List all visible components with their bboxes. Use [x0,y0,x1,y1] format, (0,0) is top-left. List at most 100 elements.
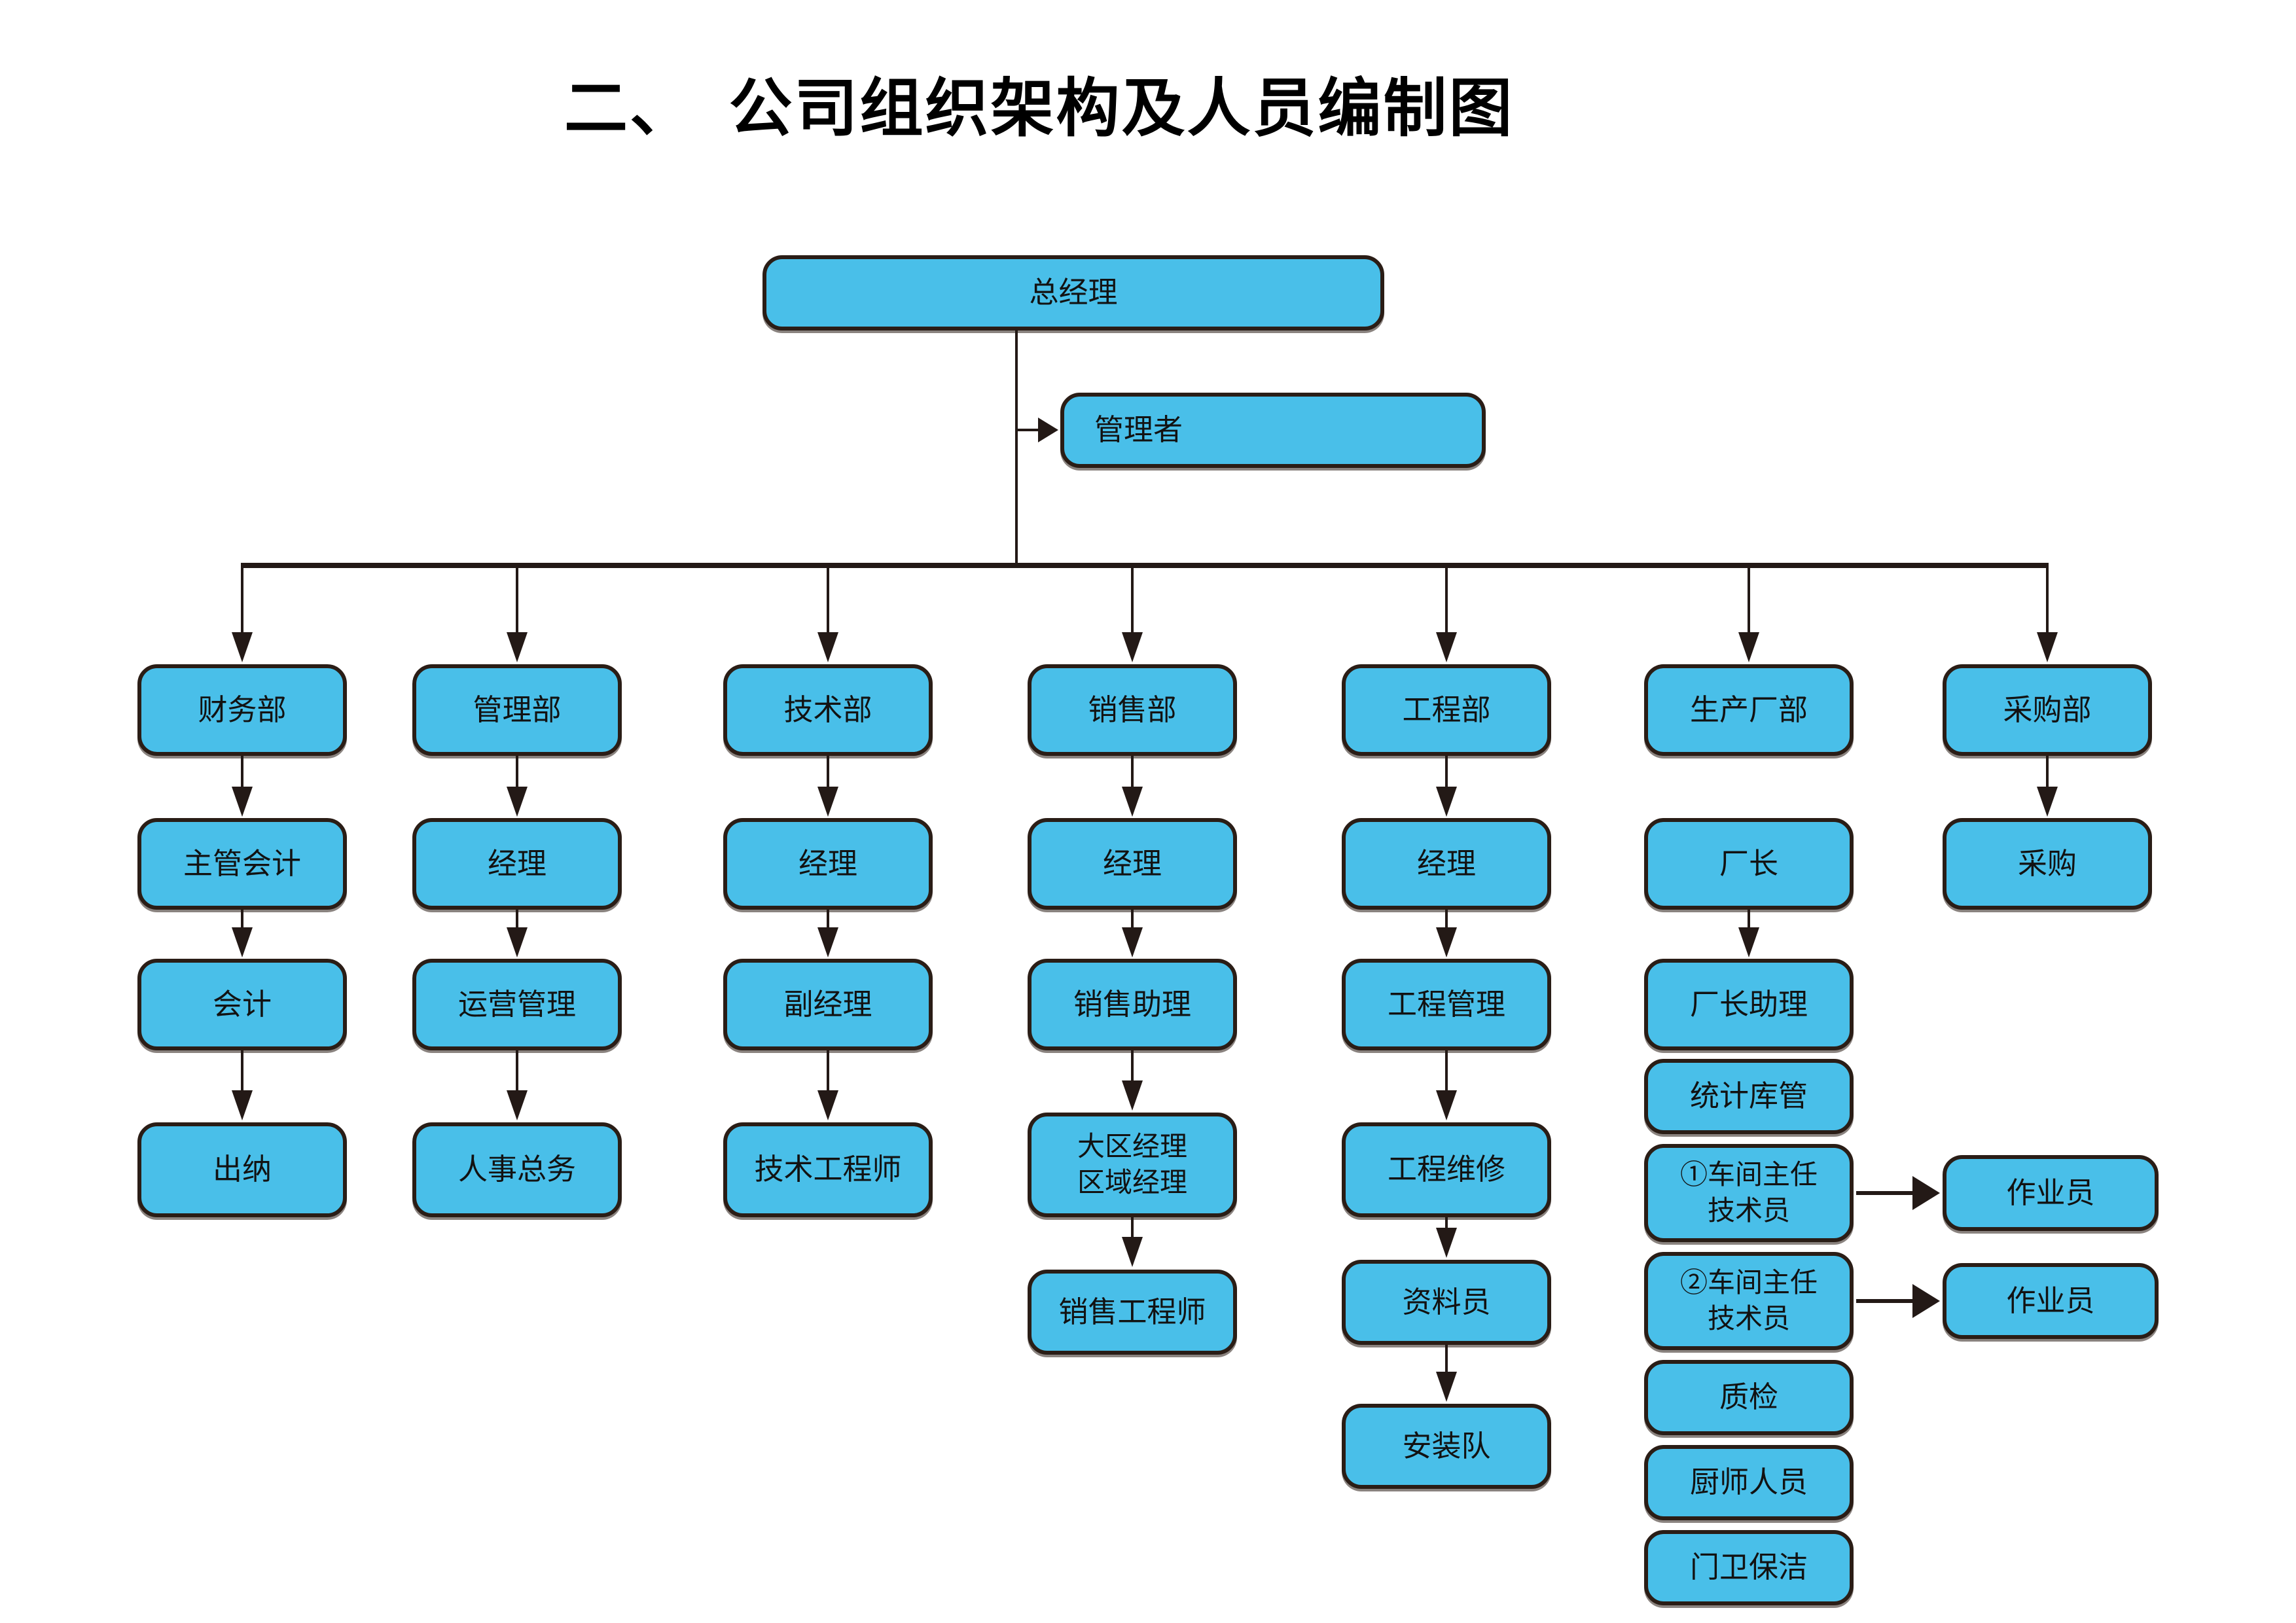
arrow-down-icon [1436,632,1457,662]
node-engineering-maintenance: 工程维修 [1342,1122,1551,1217]
node-engineering-management: 工程管理 [1342,959,1551,1050]
arrow-down-icon [1738,632,1759,662]
flow-line [2046,756,2049,787]
node-general-manager: 总经理 [762,255,1384,330]
flow-line [1131,756,1134,787]
flow-line [1856,1191,1914,1195]
flow-line [827,910,829,927]
arrow-down-icon [1436,1090,1457,1120]
flow-line [1445,910,1448,927]
arrow-down-icon [232,787,253,817]
arrow-down-icon [1122,1237,1143,1267]
node-statistics-warehouse: 统计库管 [1644,1059,1854,1134]
page-title: 二、 公司组织架构及人员编制图 [564,73,1515,144]
arrow-right-icon [1038,418,1058,442]
flow-line [516,1050,518,1090]
arrow-down-icon [507,787,528,817]
node-operator-2: 作业员 [1943,1263,2159,1339]
arrow-down-icon [1738,927,1759,957]
flow-line [827,1050,829,1090]
flow-line [241,756,243,787]
node-admin-manager: 经理 [412,818,622,910]
arrow-down-icon [1122,927,1143,957]
arrow-down-icon [232,927,253,957]
flow-line [1445,756,1448,787]
flow-line [1445,1050,1448,1090]
node-cashier: 出纳 [137,1122,347,1217]
node-sales-assistant: 销售助理 [1028,959,1237,1050]
arrow-down-icon [1436,927,1457,957]
node-tech-manager: 经理 [723,818,933,910]
flow-line [516,756,518,787]
flow-line [1445,1345,1448,1372]
flow-line [1856,1299,1914,1303]
flow-line [516,910,518,927]
node-workshop-director-2: ②车间主任 技术员 [1644,1252,1854,1350]
node-engineering-dept: 工程部 [1342,664,1551,756]
drop-line [516,565,518,632]
arrow-down-icon [817,632,838,662]
arrow-down-icon [507,632,528,662]
arrow-down-icon [1436,1372,1457,1402]
arrow-right-icon [1912,1284,1940,1318]
node-deputy-manager: 副经理 [723,959,933,1050]
node-operations-management: 运营管理 [412,959,622,1050]
node-technical-engineer: 技术工程师 [723,1122,933,1217]
flow-line [827,756,829,787]
drop-line [241,565,243,632]
node-installation-team: 安装队 [1342,1404,1551,1489]
distribution-line [241,563,2049,568]
drop-line [1445,565,1448,632]
node-workshop-director-1: ①车间主任 技术员 [1644,1144,1854,1242]
node-tech-dept: 技术部 [723,664,933,756]
arrow-down-icon [1122,632,1143,662]
arrow-down-icon [817,927,838,957]
arrow-down-icon [232,632,253,662]
drop-line [827,565,829,632]
node-admin-dept: 管理部 [412,664,622,756]
flow-line [1131,1217,1134,1237]
node-document-clerk: 资料员 [1342,1260,1551,1345]
node-regional-manager: 大区经理 区域经理 [1028,1113,1237,1217]
node-finance-dept: 财务部 [137,664,347,756]
node-sales-engineer: 销售工程师 [1028,1270,1237,1355]
drop-line [2046,565,2049,632]
arrow-down-icon [817,1090,838,1120]
arrow-down-icon [2037,632,2058,662]
flow-line [1748,910,1750,927]
flow-line [1131,910,1134,927]
node-purchasing-dept: 采购部 [1943,664,2152,756]
arrow-down-icon [817,787,838,817]
arrow-down-icon [232,1090,253,1120]
drop-line [1748,565,1750,632]
node-factory-director-assistant: 厂长助理 [1644,959,1854,1050]
node-operator-1: 作业员 [1943,1155,2159,1231]
node-manager: 管理者 [1060,393,1486,468]
trunk-line [1015,329,1018,565]
arrow-right-icon [1912,1176,1940,1210]
flow-line [1445,1217,1448,1228]
node-accountant: 会计 [137,959,347,1050]
node-sales-manager: 经理 [1028,818,1237,910]
arrow-down-icon [1436,1228,1457,1258]
node-gate-cleaning: 门卫保洁 [1644,1530,1854,1605]
arrow-down-icon [1122,787,1143,817]
node-production-dept: 生产厂部 [1644,664,1854,756]
node-purchaser: 采购 [1943,818,2152,910]
node-sales-dept: 销售部 [1028,664,1237,756]
flow-line [1131,1050,1134,1080]
arrow-down-icon [507,1090,528,1120]
node-quality-inspection: 质检 [1644,1360,1854,1435]
node-factory-director: 厂长 [1644,818,1854,910]
node-hr-general-affairs: 人事总务 [412,1122,622,1217]
arrow-down-icon [2037,787,2058,817]
branch-line [1018,429,1039,431]
node-chief-accountant: 主管会计 [137,818,347,910]
arrow-down-icon [507,927,528,957]
arrow-down-icon [1122,1080,1143,1111]
flow-line [241,910,243,927]
arrow-down-icon [1436,787,1457,817]
node-kitchen-staff: 厨师人员 [1644,1445,1854,1520]
node-engineering-manager: 经理 [1342,818,1551,910]
